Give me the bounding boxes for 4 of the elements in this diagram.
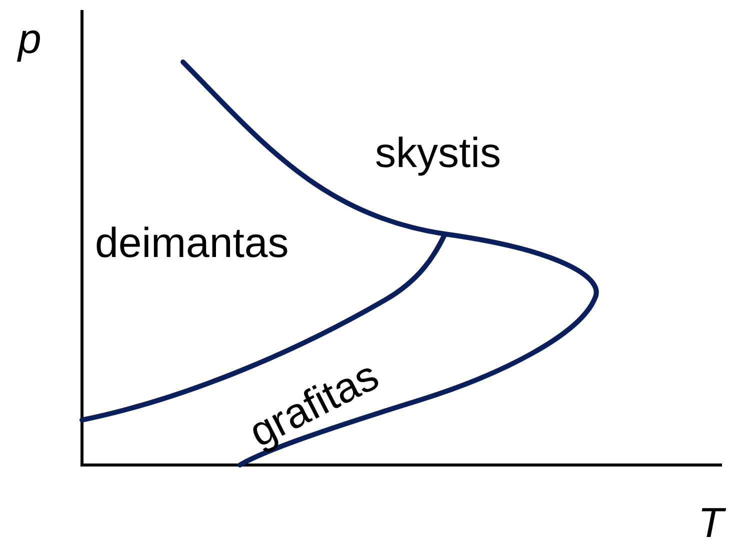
axis-label: p bbox=[18, 18, 42, 60]
axis-label: T bbox=[698, 502, 724, 544]
phase-label: deimantas bbox=[95, 222, 289, 264]
phase-label: skystis bbox=[375, 132, 501, 174]
